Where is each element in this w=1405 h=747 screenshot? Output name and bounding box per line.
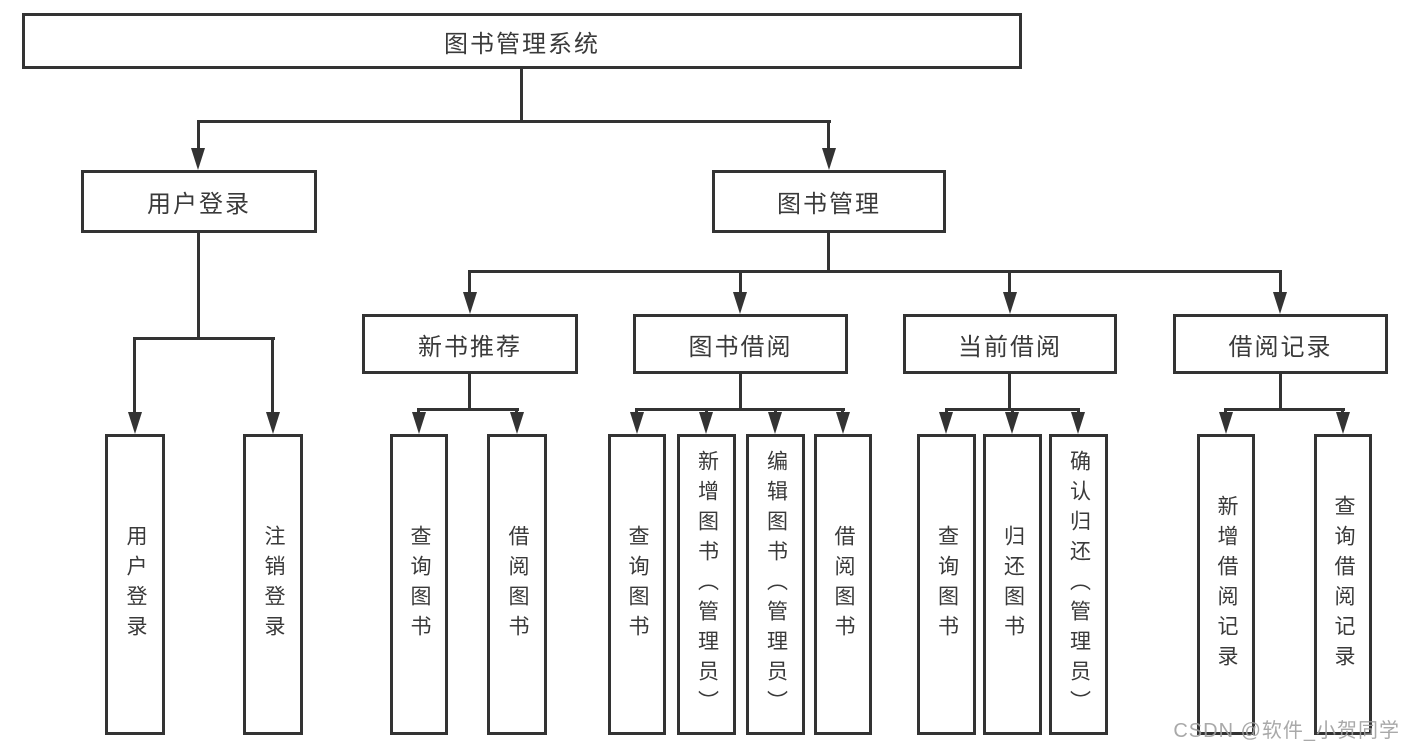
arrow-down-icon [822,148,836,170]
connector-line [774,408,777,415]
node-borrow-records: 借阅记录 [1173,314,1388,374]
leaf-add-borrow-record: 新增借阅记录 [1197,434,1255,735]
connector-line [841,408,844,415]
csdn-watermark: CSDN @软件_小贺同学 [1173,720,1400,742]
node-book-management: 图书管理 [712,170,946,233]
connector-line [827,232,830,271]
connector-line [739,373,742,409]
connector-line [197,120,200,150]
connector-line [1008,270,1011,295]
arrow-down-icon [1273,292,1287,314]
leaf-borrow-books: 借阅图书 [814,434,872,735]
connector-line [197,232,200,338]
node-label: 查询图书 [935,524,959,645]
connector-line [739,270,742,295]
node-label: 新书推荐 [418,333,522,361]
arrow-down-icon [128,412,142,434]
arrow-down-icon [733,292,747,314]
connector-line [1224,408,1227,415]
connector-line [945,408,948,415]
leaf-borrow-books-recommend: 借阅图书 [487,434,547,735]
node-user-login: 用户登录 [81,170,317,233]
connector-line [1011,408,1014,415]
connector-line [1224,408,1345,411]
arrow-down-icon [836,412,850,434]
connector-line [468,373,471,409]
leaf-confirm-return-admin: 确认归还（管理员） [1049,434,1108,735]
leaf-query-books-borrow: 查询图书 [608,434,666,735]
leaf-query-borrow-record: 查询借阅记录 [1314,434,1372,735]
connector-line [635,408,845,411]
connector-line [1077,408,1080,415]
node-label: 新增借阅记录 [1215,494,1238,675]
leaf-logout: 注销登录 [243,434,303,735]
connector-line [133,337,275,340]
node-label: 注销登录 [262,524,285,645]
node-label: 借阅图书 [506,524,529,645]
node-label: 图书管理 [777,191,881,218]
arrow-down-icon [630,412,644,434]
node-label: 查询图书 [408,524,431,645]
connector-line [1008,373,1011,409]
arrow-down-icon [1219,412,1233,434]
connector-line [468,270,471,295]
leaf-query-books-recommend: 查询图书 [390,434,448,735]
connector-line [520,68,523,121]
arrow-down-icon [1336,412,1350,434]
connector-line [417,408,420,415]
node-label: 新增图书（管理员） [695,449,719,720]
arrow-down-icon [768,412,782,434]
arrow-down-icon [191,148,205,170]
connector-line [515,408,518,415]
arrow-down-icon [1071,412,1085,434]
connector-line [1279,270,1282,295]
leaf-return-books: 归还图书 [983,434,1042,735]
leaf-edit-book-admin: 编辑图书（管理员） [746,434,805,735]
connector-line [1341,408,1344,415]
connector-line [635,408,638,415]
node-new-book-recommend: 新书推荐 [362,314,578,374]
arrow-down-icon [266,412,280,434]
connector-line [271,337,274,415]
arrow-down-icon [510,412,524,434]
node-current-borrow: 当前借阅 [903,314,1117,374]
node-label: 编辑图书（管理员） [764,449,788,720]
arrow-down-icon [699,412,713,434]
arrow-down-icon [463,292,477,314]
node-label: 查询借阅记录 [1332,494,1355,675]
node-label: 确认归还（管理员） [1067,449,1091,720]
leaf-user-login: 用户登录 [105,434,165,735]
node-label: 借阅图书 [832,524,855,645]
leaf-add-book-admin: 新增图书（管理员） [677,434,736,735]
node-label: 查询图书 [626,524,649,645]
node-label: 归还图书 [1001,524,1025,645]
node-label: 用户登录 [147,191,251,218]
connector-line [133,337,136,415]
node-label: 图书借阅 [688,333,793,361]
connector-line [417,408,519,411]
node-label: 当前借阅 [958,333,1062,361]
arrow-down-icon [412,412,426,434]
connector-line [468,270,1282,273]
connector-line [1279,373,1282,409]
arrow-down-icon [1003,292,1017,314]
arrow-down-icon [1005,412,1019,434]
node-label: 用户登录 [124,524,147,645]
node-library-management-system: 图书管理系统 [22,13,1022,69]
connector-line [705,408,708,415]
connector-line [827,120,830,150]
node-book-borrow: 图书借阅 [633,314,848,374]
leaf-query-books-current: 查询图书 [917,434,976,735]
node-label: 图书管理系统 [444,30,600,58]
connector-line [197,120,831,123]
arrow-down-icon [939,412,953,434]
node-label: 借阅记录 [1228,333,1333,361]
